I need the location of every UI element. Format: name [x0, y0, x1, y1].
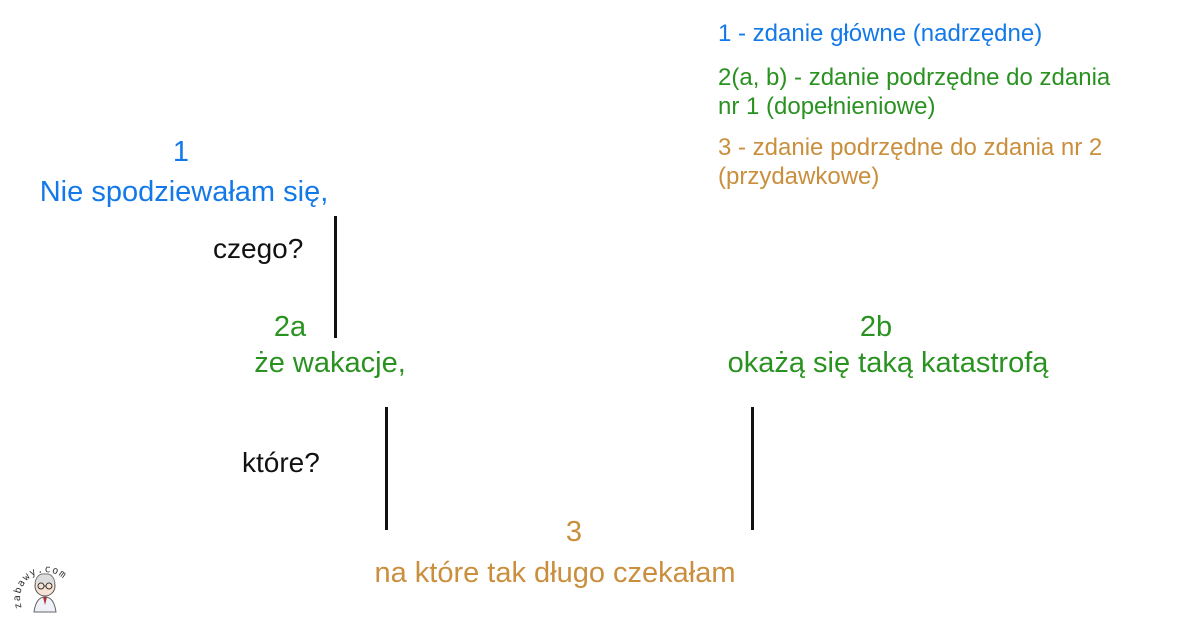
site-logo: zabawy.com [12, 550, 82, 620]
connector-1-to-2a [334, 216, 337, 338]
clause-2a-number: 2a [273, 311, 307, 343]
legend-subordinate-2: 2(a, b) - zdanie podrzędne do zdania nr … [718, 63, 1188, 121]
clause-2b-number: 2b [859, 311, 893, 343]
clause-2a-text: że wakacje, [254, 347, 406, 379]
question-czego: czego? [213, 233, 304, 264]
legend-subordinate-2-line1: 2(a, b) - zdanie podrzędne do zdania [718, 64, 1111, 91]
legend-main-clause: 1 - zdanie główne (nadrzędne) [718, 20, 1043, 47]
question-ktore: które? [242, 447, 320, 478]
clause-3-text: na które tak długo czekałam [374, 557, 736, 589]
clause-1-number: 1 [172, 136, 190, 168]
legend-subordinate-3-line1: 3 - zdanie podrzędne do zdania nr 2 [718, 134, 1103, 161]
connector-2b-to-3 [751, 407, 754, 530]
teacher-avatar-icon: zabawy.com [12, 564, 68, 613]
clause-2b-text: okażą się taką katastrofą [727, 347, 1049, 379]
legend-subordinate-3-line2: (przydawkowe) [718, 163, 880, 190]
connector-2a-to-3 [385, 407, 388, 530]
legend-subordinate-2-line2: nr 1 (dopełnieniowe) [718, 93, 936, 120]
clause-3-number: 3 [565, 516, 583, 548]
clause-1-text: Nie spodziewałam się, [39, 176, 329, 208]
legend-subordinate-3: 3 - zdanie podrzędne do zdania nr 2 (prz… [718, 133, 1188, 191]
